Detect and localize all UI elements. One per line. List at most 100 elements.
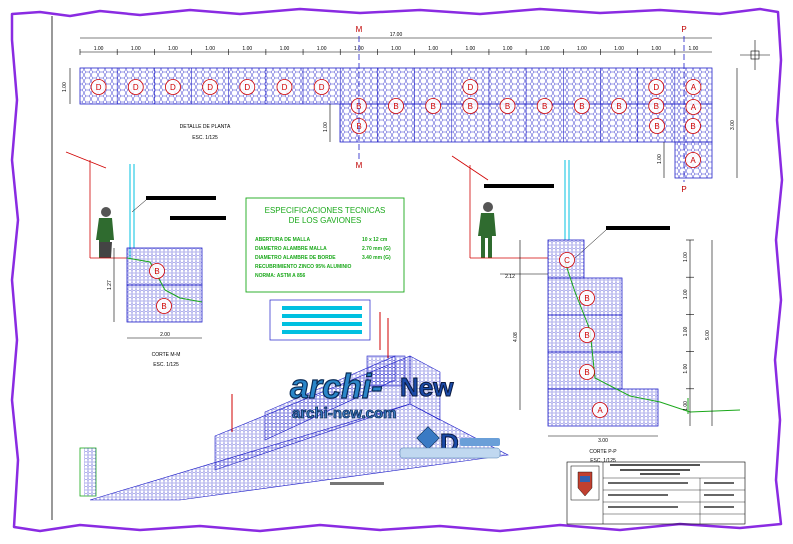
- plan-badge-letter: D: [319, 83, 325, 92]
- plan-view: 17.00 1.00 1.00 1.00 1.00 1.00 1.00 1.00 1.00 1.…: [62, 25, 770, 194]
- plan-badge: B: [648, 98, 665, 114]
- spec-row-label: RECUBRIMIENTO ZINCO 95% ALUMINIO: [255, 264, 352, 270]
- secp-badge: A: [592, 402, 608, 418]
- plan-height-dim: 1.00: [62, 82, 68, 92]
- secp-badge-letter: A: [597, 406, 603, 415]
- legend-note-box: [269, 299, 381, 350]
- plan-step-dim: 1.00: [323, 122, 329, 132]
- plan-badge: A: [685, 79, 702, 95]
- cut-m-bottom: M: [356, 161, 363, 170]
- plan-badge: D: [276, 79, 293, 95]
- plan-badge-letter: B: [616, 102, 621, 111]
- secm-badge-letter: B: [154, 267, 159, 276]
- secp-badge: B: [579, 364, 595, 380]
- plan-badge-letter: D: [96, 83, 102, 92]
- cut-m-top: M: [356, 25, 363, 34]
- plan-module-dim: 1.00: [317, 46, 327, 52]
- plan-module-dim: 1.00: [168, 46, 178, 52]
- plan-badge: D: [313, 79, 330, 95]
- secm-title: CORTE M-M: [152, 352, 181, 358]
- secp-badge-letter: B: [584, 331, 589, 340]
- plan-badge-letter: D: [244, 83, 250, 92]
- plan-module-dim: 1.00: [428, 46, 438, 52]
- plan-module-dim: 1.00: [205, 46, 215, 52]
- secp-badge: B: [579, 290, 595, 306]
- plan-module-dim: 1.00: [280, 46, 290, 52]
- secp-height-dim: 4.08: [513, 332, 519, 342]
- plan-badge: A: [685, 99, 702, 115]
- plan-badge-letter: B: [393, 102, 398, 111]
- isometric-gabion-view: [79, 318, 509, 501]
- plan-badge-letter: B: [690, 122, 695, 131]
- plan-badge: D: [127, 79, 144, 95]
- secm-height-dim: 1.27: [107, 280, 113, 290]
- plan-badge-letter: B: [579, 102, 584, 111]
- watermark: archi- New archi-new.com D: [289, 367, 501, 459]
- plan-badge-letter: D: [282, 83, 288, 92]
- plan-module-dim: 1.00: [503, 46, 513, 52]
- plan-total-dim: 17.00: [390, 32, 403, 38]
- plan-badge: B: [649, 118, 665, 134]
- plan-badge-letter: D: [133, 83, 139, 92]
- torn-border: [10, 7, 784, 533]
- spec-row-label: DIAMETRO ALAMBRE DE BORDE: [255, 255, 336, 261]
- plan-module-dim: 1.00: [465, 46, 475, 52]
- plan-badge: B: [536, 98, 553, 114]
- plan-badge-letter: D: [170, 83, 176, 92]
- plan-badge-letter: B: [431, 102, 436, 111]
- plan-badge-letter: B: [542, 102, 547, 111]
- plan-module-dim: 1.00: [651, 46, 661, 52]
- spec-row-value: 2.70 mm (G): [362, 246, 391, 252]
- secp-right-dim: 1.00: [683, 364, 689, 374]
- spec-row-label: NORMA: ASTM A 856: [255, 273, 306, 279]
- secm-badge-letter: B: [161, 302, 166, 311]
- person-figure-right: [478, 202, 496, 258]
- spec-row-label: DIAMETRO ALAMBRE MALLA: [255, 246, 327, 252]
- plan-module-dim: 1.00: [540, 46, 550, 52]
- spec-title-1: ESPECIFICACIONES TECNICAS: [265, 206, 386, 215]
- watermark-url: archi-new.com: [292, 405, 396, 422]
- secp-width-dim: 3.00: [598, 438, 608, 444]
- secp-right-total: 5.00: [705, 330, 711, 340]
- cut-p-top: P: [681, 25, 686, 34]
- d-logo-icon: D: [399, 426, 501, 459]
- plan-module-dim: 1.00: [242, 46, 252, 52]
- plan-badge-letter: D: [467, 83, 473, 92]
- secp-title: CORTE P-P: [589, 449, 617, 455]
- plan-badge-letter: B: [356, 102, 361, 111]
- secp-badge-letter: B: [584, 368, 589, 377]
- secp-right-dim: 1.00: [683, 326, 689, 336]
- municipal-seal-icon: [570, 465, 600, 501]
- plan-badge-letter: B: [654, 122, 659, 131]
- plan-badge-letter: B: [654, 102, 659, 111]
- plan-badge: A: [685, 152, 701, 168]
- plan-row-1: [79, 67, 713, 105]
- plan-badge: D: [648, 79, 665, 95]
- secm-badge: B: [149, 263, 165, 279]
- plan-badge-letter: A: [691, 103, 697, 112]
- spec-row-label: ABERTURA DE MALLA: [255, 237, 310, 243]
- plan-right-total: 3.00: [730, 120, 736, 130]
- plan-module-dim: 1.00: [577, 46, 587, 52]
- watermark-brand: archi-: [290, 368, 383, 406]
- plan-badge-letter: A: [691, 83, 697, 92]
- plan-module-dim: 1.00: [131, 46, 141, 52]
- secp-right-dim: 1.00: [683, 401, 689, 411]
- title-block: [566, 461, 746, 525]
- spec-title-2: DE LOS GAVIONES: [289, 216, 362, 225]
- spec-row-value: 3.40 mm (G): [362, 255, 391, 261]
- plan-badge-letter: D: [653, 83, 659, 92]
- secp-scale: ESC. 1/125: [590, 458, 616, 464]
- plan-badge: D: [239, 79, 256, 95]
- section-m: BB 1.27 2.00 CORTE M-M ESC. 1/125: [65, 151, 226, 368]
- plan-badge: B: [425, 98, 442, 114]
- plan-badge: D: [202, 79, 219, 95]
- cut-p-bottom: P: [681, 185, 686, 194]
- secp-left-dim: 2.12: [505, 274, 515, 280]
- watermark-brand-accent: New: [400, 372, 454, 402]
- plan-badge: D: [462, 79, 479, 95]
- plan-badge-letter: D: [207, 83, 213, 92]
- secp-badge-letter: C: [564, 256, 570, 265]
